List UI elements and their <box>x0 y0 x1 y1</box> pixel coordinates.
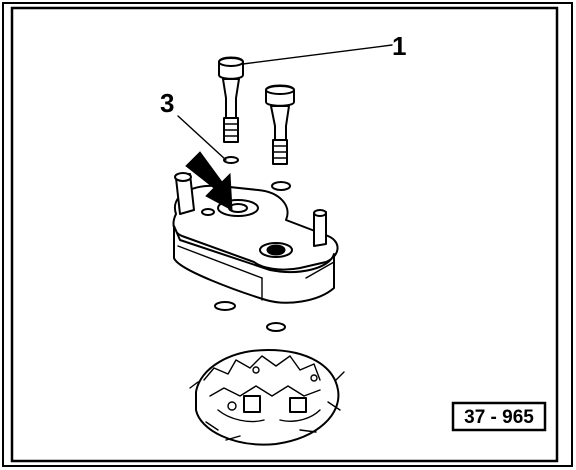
o-ring-lower-left <box>214 301 236 311</box>
mounting-base <box>189 349 345 446</box>
inner-border <box>10 6 559 463</box>
bolt-right <box>265 84 295 191</box>
o-ring-lower-mid <box>266 322 286 332</box>
callout-1-label: 1 <box>392 31 406 61</box>
bolt-left <box>218 56 244 164</box>
callout-3-label: 3 <box>160 88 174 118</box>
callout-3-leader <box>177 115 227 161</box>
figure-code-box: 37 - 965 <box>451 401 547 432</box>
callout-1-leader <box>242 44 393 65</box>
figure-code: 37 - 965 <box>464 407 534 428</box>
direction-arrow <box>185 151 233 211</box>
oil-cooler-body <box>172 172 339 304</box>
